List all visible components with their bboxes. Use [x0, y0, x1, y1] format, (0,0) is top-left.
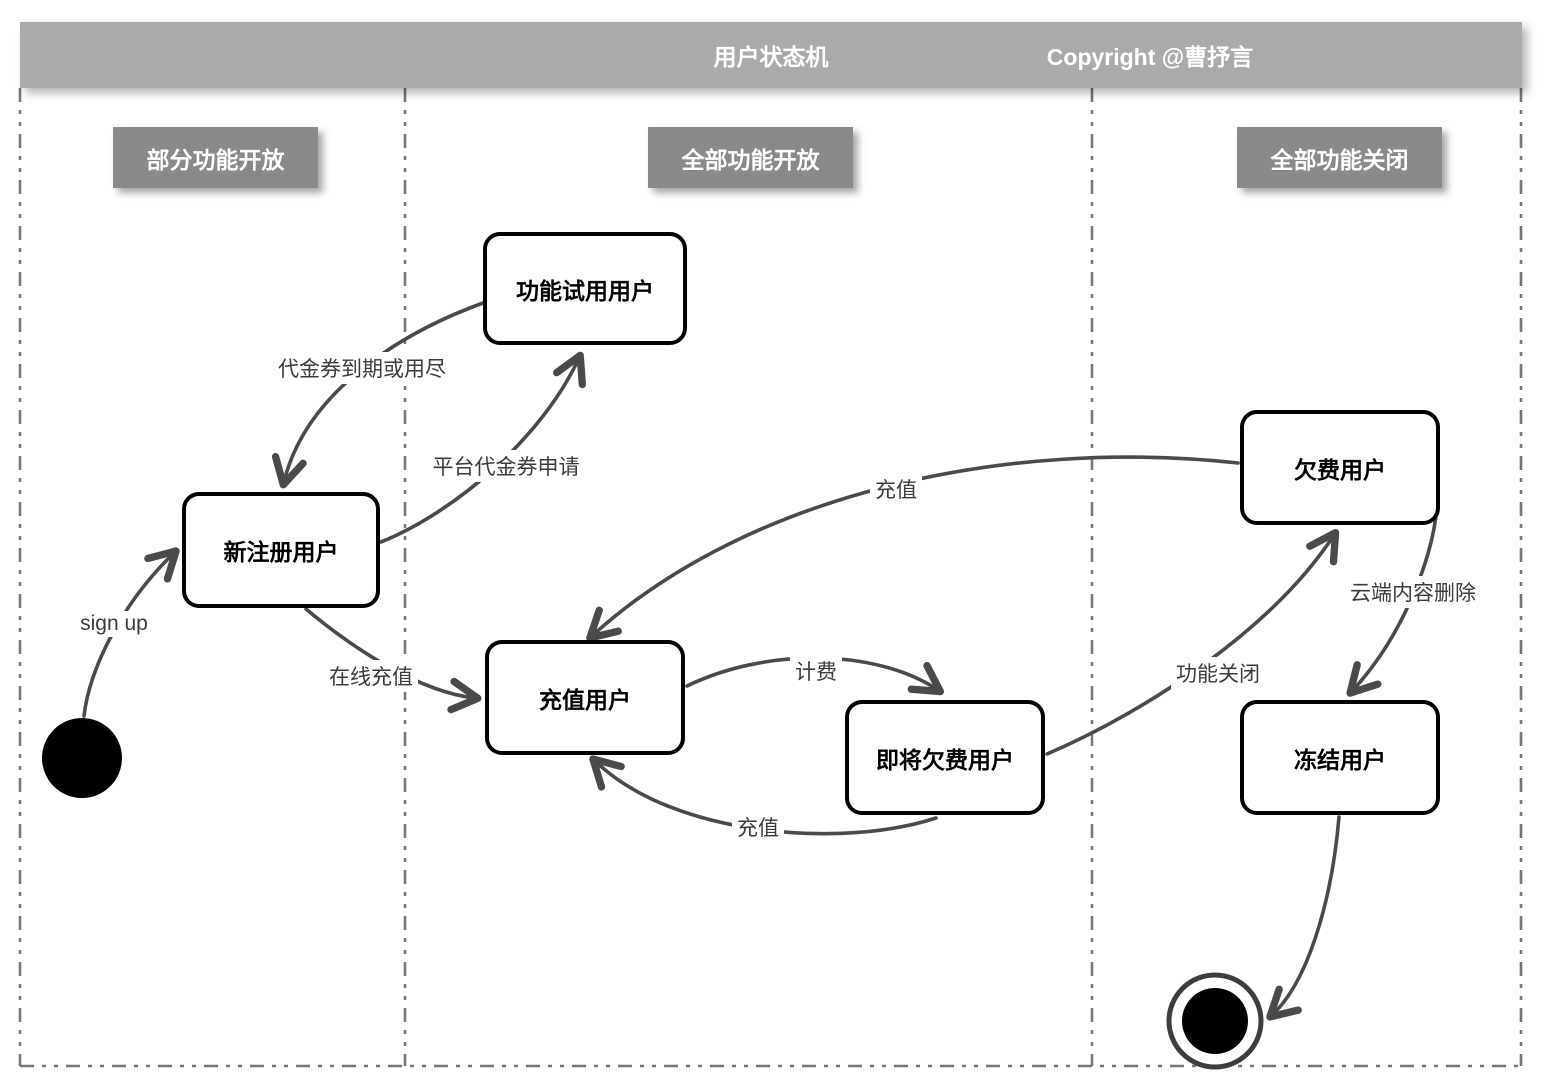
copyright-text: Copyright @曹抒言 [1046, 44, 1254, 70]
state-almost-arrears-user: 即将欠费用户 [845, 700, 1045, 815]
lane-label-all-open: 全部功能开放 [648, 127, 853, 188]
lane-label-all-closed: 全部功能关闭 [1237, 127, 1442, 188]
arrow-to-final [1266, 815, 1341, 1021]
label-function-close: 功能关闭 [1171, 657, 1265, 689]
state-arrears-user: 欠费用户 [1240, 410, 1440, 525]
state-new-registered-user: 新注册用户 [182, 492, 380, 608]
final-state-node [1166, 972, 1264, 1070]
label-recharge-bottom: 充值 [732, 811, 784, 843]
state-recharged-user: 充值用户 [485, 640, 685, 755]
label-cloud-delete: 云端内容删除 [1345, 576, 1481, 608]
diagram-header-bar: 用户状态机 Copyright @曹抒言 [20, 22, 1522, 88]
label-voucher-expired: 代金券到期或用尽 [273, 352, 451, 384]
lane-label-partial-open: 部分功能开放 [113, 127, 318, 188]
label-voucher-apply: 平台代金券申请 [427, 450, 585, 482]
label-billing: 计费 [790, 655, 842, 687]
label-online-recharge: 在线充值 [324, 660, 418, 692]
state-trial-user: 功能试用用户 [483, 232, 687, 345]
initial-state-node [42, 718, 122, 798]
diagram-title: 用户状态机 [713, 44, 829, 70]
state-frozen-user: 冻结用户 [1240, 700, 1440, 815]
label-recharge-top: 充值 [870, 473, 922, 505]
label-sign-up: sign up [75, 611, 153, 637]
